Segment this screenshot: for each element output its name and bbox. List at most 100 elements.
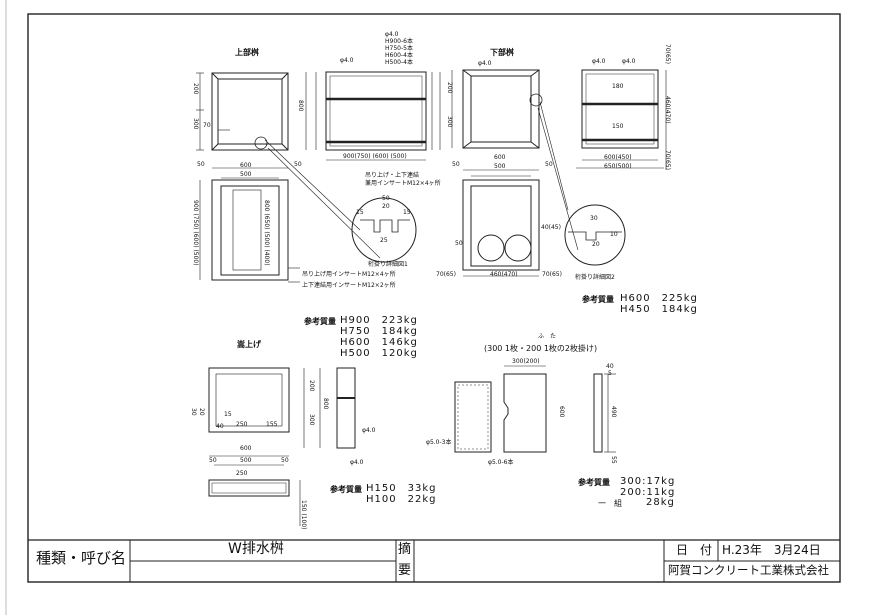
detail-1-20: 20 xyxy=(382,203,390,210)
lower-dim-650-500: 650(500) xyxy=(604,163,632,170)
upper-dim-50a: 50 xyxy=(197,161,205,168)
lower-weight-h450: H450 184kg xyxy=(620,304,698,315)
lower-phi-a: φ4.0 xyxy=(478,60,492,67)
company-name: 阿賀コンクリート工業株式会社 xyxy=(668,563,829,577)
upper-dim-300: 300 xyxy=(192,118,199,130)
title-block xyxy=(28,539,840,582)
lower-dim-200: 200 xyxy=(446,82,453,94)
lower-dim-460-side: 460(470) xyxy=(664,96,671,124)
remarks-label-2: 要 xyxy=(398,563,412,578)
detail-2-title: 桁掛り詳細図2 xyxy=(575,274,615,281)
upper-weight-label: 参考質量 xyxy=(304,317,336,326)
lower-phi-c: φ4.0 xyxy=(622,58,636,65)
lid-weight-label: 参考質量 xyxy=(578,478,610,487)
lower-dim-70-65-top: 70(65) xyxy=(664,44,671,64)
upper-insert-note-2: 上下連結用インサートM12×2ヶ所 xyxy=(302,282,396,289)
lower-basin-plan xyxy=(451,69,543,149)
lower-dim-300: 300 xyxy=(446,116,453,128)
riser-dim-height: 150 (100) xyxy=(300,500,307,530)
lid-dim-40: 40 xyxy=(606,363,614,370)
upper-phi: φ4.0 xyxy=(340,57,354,64)
lower-dim-70-65-right: 70(65) xyxy=(542,271,562,278)
riser-dim-50a: 50 xyxy=(209,457,217,464)
riser-dim-40: 40 xyxy=(216,423,224,430)
lower-dim-500: 500 xyxy=(494,163,506,170)
riser-dim-250-bottom: 250 xyxy=(236,470,248,477)
lower-dim-600-450: 600(450) xyxy=(604,154,632,161)
riser-dim-50b: 50 xyxy=(281,457,289,464)
product-name: W排水桝 xyxy=(228,541,284,557)
lid-dim-55: 55 xyxy=(610,456,617,464)
riser-dim-155: 155 xyxy=(266,421,278,428)
lid-dim-300-200: 300(200) xyxy=(512,358,540,365)
riser-drawing xyxy=(208,367,356,526)
detail-1-title: 桁掛り詳細図1 xyxy=(368,261,408,268)
detail-2-30: 30 xyxy=(590,215,598,222)
riser-phi-b: φ4.0 xyxy=(350,459,364,466)
type-label: 種類・呼び名 xyxy=(36,549,127,567)
detail-1-15b: 15 xyxy=(403,209,411,216)
detail-2 xyxy=(537,101,626,266)
lower-dim-70-65-left: 70(65) xyxy=(436,271,456,278)
upper-dim-600: 600 xyxy=(240,162,252,169)
riser-dim-20: 20 xyxy=(198,408,205,416)
upper-weight-h900: H900 223kg xyxy=(340,315,418,326)
lower-dim-600: 600 xyxy=(494,154,506,161)
detail-1 xyxy=(264,139,417,263)
riser-dim-500: 500 xyxy=(240,457,252,464)
upper-weight-h500: H500 120kg xyxy=(340,348,418,359)
sheet-border xyxy=(27,13,841,583)
lid-weight-set-label: 一 組 xyxy=(598,499,622,508)
lid-weight-300: 300:17kg xyxy=(620,476,676,487)
lid-subtitle: (300 1枚・200 1枚の2枚掛け) xyxy=(484,344,598,353)
upper-dim-70: 70 xyxy=(203,122,211,129)
upper-side-bottom-dim: 900(750) (600) (500) xyxy=(343,153,407,160)
lid-phi-b: φ5.0-6本 xyxy=(488,459,514,466)
lower-dim-50a: 50 xyxy=(452,161,460,168)
riser-dim-800: 800 xyxy=(322,398,329,410)
riser-title: 嵩上げ xyxy=(237,340,261,349)
lid-weight-set: 28kg xyxy=(646,497,675,508)
lower-basin-side xyxy=(576,69,667,170)
detail-2-10: 10 xyxy=(610,231,618,238)
lower-dim-180: 180 xyxy=(612,83,624,90)
lid-dim-600: 600 xyxy=(558,406,565,418)
lower-basin-title: 下部桝 xyxy=(490,48,514,57)
lid-phi-a: φ5.0-3本 xyxy=(426,439,452,446)
riser-dim-30: 30 xyxy=(190,408,197,416)
upper-weight-h750: H750 184kg xyxy=(340,326,418,337)
riser-weight-label: 参考質量 xyxy=(330,485,362,494)
upper-dim-50b: 50 xyxy=(294,161,302,168)
lower-dim-460-470: 460(470) xyxy=(490,271,518,278)
upper-rebar-note: φ4.0 H900-6本 H750-5本 H600-4本 H500-4本 xyxy=(385,31,413,66)
date-value: H.23年 3月24日 xyxy=(722,543,821,557)
lower-insert-note: 吊り上げ・上下連結 兼用インサートM12×4ヶ所 xyxy=(365,172,441,187)
lower-dim-50-side: 50 xyxy=(455,240,463,247)
upper-basin-plan xyxy=(196,72,289,151)
lower-weight-h600: H600 225kg xyxy=(620,293,698,304)
lid-drawing xyxy=(454,365,616,453)
upper-dim-500: 500 xyxy=(240,171,252,178)
upper-basin-section xyxy=(199,167,300,283)
upper-weight-h600: H600 146kg xyxy=(340,337,418,348)
riser-dim-250: 250 xyxy=(236,421,248,428)
remarks-label-1: 摘 xyxy=(398,542,412,557)
upper-dim-vert-inner: 800 (650) (500) (400) xyxy=(263,200,270,266)
detail-1-25: 25 xyxy=(380,237,388,244)
lid-dim-490: 490 xyxy=(610,406,617,418)
riser-dim-600: 600 xyxy=(240,445,252,452)
lower-dim-70-65-bottom: 70(65) xyxy=(664,150,671,170)
lid-dim-5: 5 xyxy=(608,370,612,377)
lower-dim-50b: 50 xyxy=(545,161,553,168)
lid-weight-200: 200:11kg xyxy=(620,487,676,498)
upper-insert-note-1: 吊り上げ用インサートM12×4ヶ所 xyxy=(302,271,396,278)
date-label: 日 付 xyxy=(676,543,713,557)
riser-weight-h100: H100 22kg xyxy=(366,494,437,505)
detail-1-50: 50 xyxy=(382,195,390,202)
lower-dim-40-45: 40(45) xyxy=(541,224,561,231)
upper-basin-side xyxy=(305,71,441,161)
lower-dim-150: 150 xyxy=(612,123,624,130)
detail-2-20: 20 xyxy=(592,241,600,248)
riser-dim-15: 15 xyxy=(224,411,232,418)
